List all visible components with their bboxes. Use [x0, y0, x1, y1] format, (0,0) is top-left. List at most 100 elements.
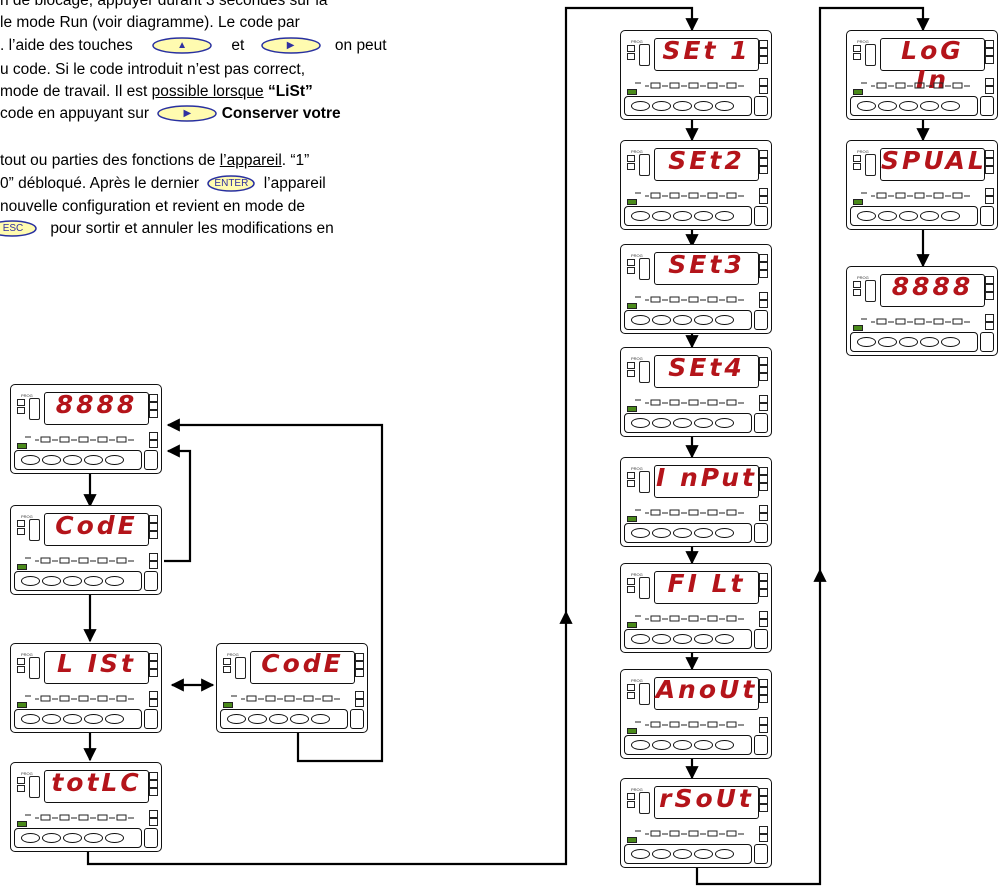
display-window: FI Lt: [654, 569, 759, 604]
panel-key: [899, 337, 918, 347]
panel-endcap: [144, 571, 158, 591]
panel-key: [694, 849, 713, 859]
led-row: [635, 394, 751, 406]
side-indicator: [985, 322, 994, 330]
indicator-window: [29, 657, 40, 679]
side-indicator: [759, 357, 768, 365]
panel-key: [857, 211, 876, 221]
side-indicator: [759, 611, 768, 619]
panel-key: [673, 740, 692, 750]
side-indicator: [759, 788, 768, 796]
front-keypad: [220, 709, 348, 729]
side-indicator: [759, 581, 768, 589]
side-indicator: [355, 653, 364, 661]
status-led: [853, 325, 863, 331]
esc-key-icon: ESC: [0, 220, 38, 238]
panel-key: [694, 315, 713, 325]
display-window: LoG In: [880, 36, 985, 94]
indicator-window: [639, 154, 650, 176]
panel-endcap: [754, 844, 768, 864]
panel-key: [63, 833, 82, 843]
front-keypad: [14, 828, 142, 848]
side-indicator: [355, 669, 364, 677]
panel-key: [941, 337, 960, 347]
panel-key: [878, 337, 897, 347]
panel-key: [631, 101, 650, 111]
indicator-window: [29, 398, 40, 420]
led-row: [635, 716, 751, 728]
up-key-icon: ▲: [152, 37, 212, 55]
device-spval: SPUAL PROG: [846, 140, 998, 230]
side-indicator: [355, 699, 364, 707]
display-window: SEt4: [654, 353, 759, 388]
display-window: totLC: [44, 768, 149, 803]
front-keypad: [850, 96, 978, 116]
status-led: [853, 199, 863, 205]
side-indicator: [149, 772, 158, 780]
display-text: SEt 1: [662, 36, 751, 65]
side-indicator: [149, 523, 158, 531]
panel-endcap: [144, 828, 158, 848]
status-led: [17, 702, 27, 708]
display-window: CodE: [250, 649, 355, 684]
panel-key: [84, 576, 103, 586]
indicator-lamp: [853, 45, 861, 52]
side-indicator: [759, 365, 768, 373]
panel-key: [694, 211, 713, 221]
side-indicator: [759, 717, 768, 725]
text-line-4: u code. Si le code introduit n’est pas c…: [0, 61, 305, 78]
panel-key: [652, 211, 671, 221]
panel-key: [652, 849, 671, 859]
prog-label: PROG: [631, 572, 643, 577]
side-indicator: [149, 669, 158, 677]
side-indicator: [759, 292, 768, 300]
panel-key: [227, 714, 246, 724]
side-indicator: [985, 314, 994, 322]
side-indicator: [149, 780, 158, 788]
panel-key: [21, 455, 40, 465]
side-indicator: [355, 661, 364, 669]
indicator-lamp: [627, 684, 635, 691]
indicator-lamp: [853, 289, 861, 296]
side-indicator: [759, 196, 768, 204]
prog-label: PROG: [857, 149, 869, 154]
indicator-lamp: [17, 666, 25, 673]
side-indicator: [759, 150, 768, 158]
indicator-window: [29, 776, 40, 798]
panel-key: [715, 101, 734, 111]
indicator-window: [865, 44, 876, 66]
side-indicator: [985, 276, 994, 284]
display-text: LoG In: [901, 36, 964, 94]
led-row: [861, 77, 977, 89]
indicator-lamp: [853, 163, 861, 170]
side-indicator: [149, 410, 158, 418]
panel-key: [673, 528, 692, 538]
panel-key: [105, 576, 124, 586]
panel-endcap: [754, 735, 768, 755]
status-led: [627, 622, 637, 628]
panel-key: [631, 211, 650, 221]
indicator-window: [639, 577, 650, 599]
panel-key: [715, 315, 734, 325]
panel-key: [694, 740, 713, 750]
front-keypad: [14, 450, 142, 470]
panel-key: [715, 211, 734, 221]
panel-key: [899, 101, 918, 111]
display-text: SPUAL: [881, 146, 987, 175]
display-text: FI Lt: [667, 569, 746, 598]
side-indicator: [759, 40, 768, 48]
side-indicator: [759, 270, 768, 278]
side-indicator: [759, 475, 768, 483]
indicator-window: [639, 258, 650, 280]
led-row: [635, 291, 751, 303]
side-indicator: [759, 300, 768, 308]
status-led: [17, 821, 27, 827]
side-indicator: [759, 78, 768, 86]
front-keypad: [14, 709, 142, 729]
status-led: [627, 303, 637, 309]
side-indicator: [759, 467, 768, 475]
indicator-lamp: [627, 362, 635, 369]
